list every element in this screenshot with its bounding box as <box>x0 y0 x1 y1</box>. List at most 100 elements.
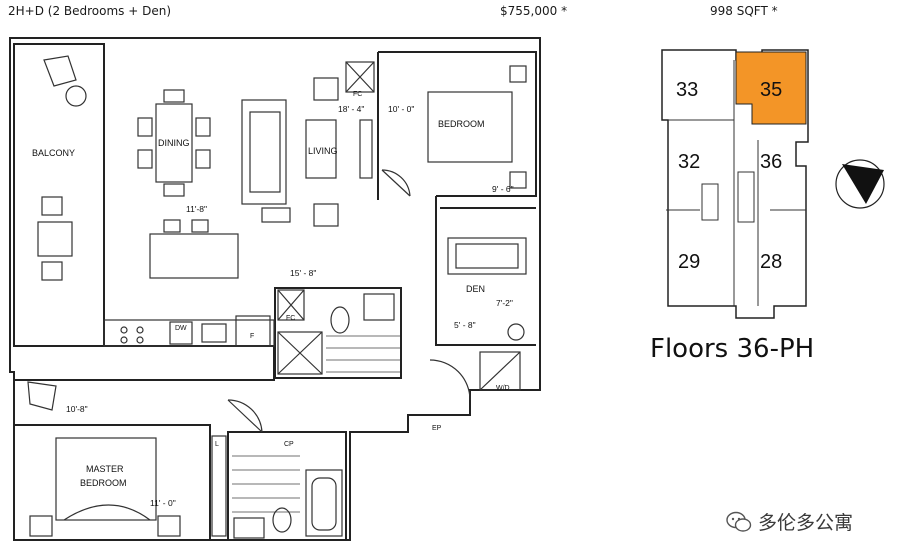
north-compass-icon <box>835 159 885 209</box>
keyplate-unit-35-fill <box>735 51 807 125</box>
kitchen-counter <box>103 319 275 347</box>
bedroom-walls <box>377 51 537 200</box>
cooktop-burner <box>136 326 144 334</box>
master-nightstand <box>29 515 53 537</box>
dim-den-width: 7'-2" <box>496 298 513 308</box>
fixture-fridge: F <box>250 333 254 340</box>
master-bed <box>55 437 157 521</box>
fc-closet-x <box>345 61 375 93</box>
keyplate: 33 35 32 36 29 28 <box>661 49 809 319</box>
room-label-balcony: BALCONY <box>32 148 75 158</box>
bedroom-door-swing <box>381 169 411 197</box>
armchair <box>313 77 339 101</box>
dining-table <box>155 103 193 183</box>
dim-dining-width: 11'-8" <box>186 204 207 214</box>
nightstand <box>509 171 527 189</box>
fridge <box>235 315 271 347</box>
balcony-chair-2 <box>41 196 63 216</box>
coffee-table <box>305 119 337 179</box>
bedroom-bed <box>427 91 513 163</box>
watermark-text: 多伦多公寓 <box>758 512 854 534</box>
stool <box>191 219 209 233</box>
cooktop-burner <box>136 336 144 344</box>
cooktop-burner <box>120 326 128 334</box>
fixture-linen: L <box>215 441 219 448</box>
room-label-living: LIVING <box>308 146 338 156</box>
dim-kitchen-width: 15' - 8" <box>290 268 316 278</box>
keyplate-unit-29: 29 <box>678 251 700 273</box>
room-label-dining: DINING <box>158 138 190 148</box>
keyplate-unit-35: 35 <box>760 79 782 101</box>
floors-label: Floors 36-PH <box>650 334 815 364</box>
den-sofa <box>447 237 527 275</box>
keyplate-unit-33: 33 <box>676 79 698 101</box>
master-nightstand <box>157 515 181 537</box>
shower-x <box>277 331 323 375</box>
fc-closet-2 <box>277 289 305 321</box>
shower <box>277 331 323 375</box>
fc-closet <box>345 61 375 93</box>
dishwasher <box>169 321 193 345</box>
den-walls <box>435 196 536 346</box>
master-chair <box>27 381 57 411</box>
balcony-table-2 <box>37 221 73 257</box>
kitchen-island <box>149 233 239 279</box>
fixture-cp: CP <box>284 441 294 448</box>
keyplate-unit-36: 36 <box>760 151 782 173</box>
price-label: $755,000 * <box>500 4 568 18</box>
balcony-chair <box>43 55 77 87</box>
washer-dryer <box>479 351 521 391</box>
room-label-master-1: MASTER <box>86 464 124 474</box>
kitchen-wall <box>14 345 275 381</box>
fc-closet-2-x <box>277 289 305 321</box>
bathtub-basin <box>311 477 337 531</box>
bathtub <box>305 469 343 537</box>
armchair <box>313 203 339 227</box>
dining-chair <box>137 149 153 169</box>
dim-master-depth: 11' - 0" <box>150 498 176 508</box>
room-label-master-2: BEDROOM <box>80 478 127 488</box>
toilet <box>330 306 350 334</box>
fixture-dw: DW <box>175 325 187 332</box>
vanity-sink <box>363 293 395 321</box>
entry-door-swing <box>429 359 471 401</box>
dim-bedroom-width: 10' - 0" <box>388 104 414 114</box>
tv-unit <box>359 119 373 179</box>
wechat-icon <box>726 511 752 532</box>
side-table <box>261 207 291 223</box>
dining-chair <box>137 117 153 137</box>
bath-tiles <box>232 335 400 513</box>
dim-den-depth: 5' - 8" <box>454 320 476 330</box>
room-label-bedroom: BEDROOM <box>438 119 485 129</box>
fixture-ep: EP <box>432 425 442 432</box>
dining-chair <box>163 183 185 197</box>
area-label: 998 SQFT * <box>710 4 778 18</box>
den-chair <box>507 323 525 341</box>
dim-bedroom-depth: 9' - 6" <box>492 184 514 194</box>
washer-dryer-diagonal <box>479 351 521 391</box>
sofa-cushion <box>249 111 281 193</box>
keyplate-unit-32: 32 <box>678 151 700 173</box>
fixture-fc-1: FC <box>353 91 362 98</box>
sink <box>201 323 227 343</box>
bath-1 <box>274 287 402 379</box>
cooktop-burner <box>120 336 128 344</box>
fixture-wd: W/D <box>496 385 510 392</box>
outer-wall <box>9 37 541 541</box>
sofa <box>241 99 287 205</box>
fixture-fc-2: FC <box>286 315 295 322</box>
dim-living-width: 18' - 4" <box>338 104 364 114</box>
dim-master-width: 10'-8" <box>66 404 88 414</box>
bath-2 <box>227 431 347 541</box>
nightstand <box>509 65 527 83</box>
bedroom-door <box>381 169 411 197</box>
vanity-sink-2 <box>233 517 265 539</box>
dining-chair <box>195 149 211 169</box>
master-wall <box>14 424 211 540</box>
dining-chair <box>195 117 211 137</box>
stool <box>163 219 181 233</box>
keyplate-unit-28: 28 <box>760 251 782 273</box>
balcony-table <box>65 85 87 107</box>
unit-type-label: 2H+D (2 Bedrooms + Den) <box>8 4 172 18</box>
